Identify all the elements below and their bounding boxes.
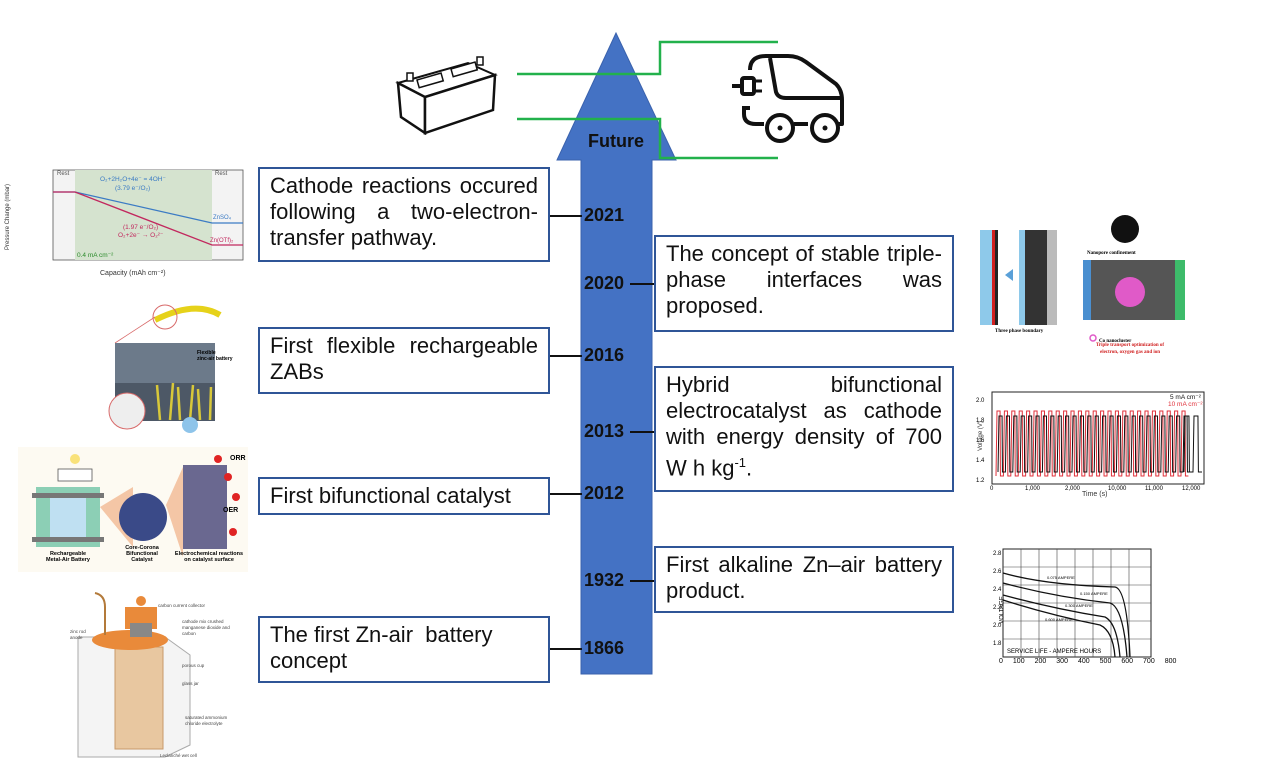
rest-right-label: Rest bbox=[215, 171, 228, 177]
connector-2012 bbox=[550, 493, 582, 495]
year-1866: 1866 bbox=[583, 638, 625, 658]
rest-left-label: Rest bbox=[57, 171, 70, 177]
flexible-label-2: zinc-air battery bbox=[197, 356, 233, 362]
event-box-1866: The first Zn-air battery concept bbox=[258, 616, 550, 683]
cyc-ytick: 2.0 bbox=[976, 398, 985, 404]
year-2012: 2012 bbox=[583, 483, 625, 503]
battery-link-top bbox=[517, 40, 778, 76]
event-box-1932: First alkaline Zn–air battery product. bbox=[654, 546, 954, 613]
cyc-xtick: 11,000 bbox=[1145, 486, 1163, 492]
year-2016: 2016 bbox=[583, 345, 625, 365]
flexible-label-1: Flexible bbox=[197, 350, 216, 356]
cyc-xtick: 1,000 bbox=[1025, 486, 1041, 492]
current-label: 0.4 mA cm⁻² bbox=[77, 252, 114, 259]
curve-label: 0.150 AMPERE bbox=[1080, 591, 1108, 596]
service-life-xlabel: SERVICE LIFE - AMPERE HOURS bbox=[1007, 649, 1102, 655]
cycling-curve bbox=[997, 415, 1191, 473]
curve-label: 0.600 AMPERE bbox=[1045, 617, 1073, 622]
year-1932: 1932 bbox=[583, 570, 625, 590]
event-text-1866: The first Zn-air battery concept bbox=[270, 622, 499, 673]
event-text-2013: Hybrid bifunctional electrocatalyst as c… bbox=[666, 372, 942, 481]
year-2021: 2021 bbox=[583, 205, 625, 225]
cyc-xtick: 10,000 bbox=[1108, 486, 1127, 492]
battery-link-bottom bbox=[517, 117, 778, 160]
cyc-xtick: 0 bbox=[990, 486, 994, 492]
connector-2013 bbox=[630, 431, 658, 433]
eq-bottom-2: O₂+2e⁻ → O₂²⁻ bbox=[118, 232, 164, 239]
nanopore-label: Nanopore confinement bbox=[1087, 251, 1136, 256]
event-text-2012: First bifunctional catalyst bbox=[270, 483, 511, 508]
oer-label: OER bbox=[223, 507, 239, 514]
co-nanocluster-label: Co nanocluster bbox=[1099, 339, 1132, 344]
event-text-2020: The concept of stable triple-phase inter… bbox=[666, 241, 942, 318]
eq-bottom-1: (1.97 e⁻/O₂) bbox=[123, 224, 159, 231]
event-box-2012: First bifunctional catalyst bbox=[258, 477, 550, 515]
eq-top-sub: (3.79 e⁻/O₂) bbox=[115, 185, 151, 192]
connector-2020 bbox=[630, 283, 658, 285]
event-box-2021: Cathode reactions occured following a tw… bbox=[258, 167, 550, 262]
electric-car-icon bbox=[732, 54, 844, 143]
series-znotf2: Zn(OTf)₂ bbox=[210, 238, 234, 244]
pressure-change-figure: Pressure Change (mbar) Rest Rest O₂+2H₂O… bbox=[5, 165, 245, 280]
connector-1932 bbox=[630, 580, 658, 582]
connector-2016 bbox=[550, 355, 582, 357]
flexible-zab-figure: Flexible zinc-air battery bbox=[85, 295, 233, 435]
year-2020: 2020 bbox=[583, 273, 625, 293]
leclanche-label-collector: carbon current collector bbox=[158, 603, 206, 608]
cyc-ytick: 1.8 bbox=[976, 418, 985, 424]
pressure-xlabel: Capacity (mAh cm⁻²) bbox=[100, 270, 166, 277]
event-text-2016: First flexible rechargeable ZABs bbox=[270, 333, 538, 384]
connector-2021 bbox=[550, 215, 582, 217]
event-text-2021: Cathode reactions occured following a tw… bbox=[270, 173, 538, 250]
connector-1866 bbox=[550, 648, 582, 650]
cyc-xtick: 2,000 bbox=[1065, 486, 1081, 492]
cyc-ytick: 1.2 bbox=[976, 478, 985, 484]
event-text-1932: First alkaline Zn–air battery product. bbox=[666, 552, 942, 603]
orr-label: ORR bbox=[230, 455, 246, 462]
series-znso4: ZnSO₄ bbox=[213, 215, 232, 221]
leclanche-label-anode: zinc rod anode bbox=[70, 629, 86, 640]
leclanche-caption: Leclanché wet cell bbox=[160, 753, 197, 758]
legend-5ma: 5 mA cm⁻² bbox=[1170, 394, 1201, 401]
leclanche-label-electrolyte: saturated ammonium chloride electrolyte bbox=[185, 715, 228, 726]
car-battery-icon bbox=[395, 56, 498, 135]
cycling-curve bbox=[995, 410, 1189, 477]
cycling-voltage-figure: Voltage (V) Time (s) 5 mA cm⁻² 10 mA cm⁻… bbox=[970, 378, 1210, 503]
cycling-ylabel: Voltage (V) bbox=[977, 421, 984, 451]
three-phase-label: Three phase boundary bbox=[995, 329, 1044, 334]
curve-label: 0.075 AMPERE bbox=[1047, 575, 1075, 580]
leclanche-cell-figure: carbon current collector cathode mix cru… bbox=[70, 585, 235, 765]
event-box-2020: The concept of stable triple-phase inter… bbox=[654, 235, 954, 332]
legend-10ma: 10 mA cm⁻² bbox=[1168, 401, 1203, 408]
event-box-2016: First flexible rechargeable ZABs bbox=[258, 327, 550, 394]
timeline-arrow-head bbox=[556, 31, 677, 675]
eq-top: O₂+2H₂O+4e⁻ = 4OH⁻ bbox=[100, 176, 166, 183]
cyc-ytick: 1.6 bbox=[976, 438, 985, 444]
cycling-curve bbox=[1183, 415, 1202, 473]
event-text-2013-end: . bbox=[746, 455, 753, 481]
leclanche-label-cathode: cathode mix crushed manganese dioxide an… bbox=[182, 619, 230, 636]
cyc-ytick: 1.4 bbox=[976, 458, 985, 464]
year-2013: 2013 bbox=[583, 421, 625, 441]
future-label: Future bbox=[588, 131, 644, 151]
event-text-2013-sup: -1 bbox=[734, 455, 747, 470]
leclanche-label-cup: porous cup bbox=[182, 663, 205, 668]
cycling-xlabel: Time (s) bbox=[1082, 491, 1108, 498]
service-life-figure: SERVICE LIFE - AMPERE HOURS VOLTAGE 0.07… bbox=[985, 545, 1176, 670]
triple-phase-figure: Nanopore confinement Co nanocluster Thre… bbox=[975, 205, 1200, 355]
leclanche-label-jar: glass jar bbox=[182, 681, 199, 686]
event-box-2013: Hybrid bifunctional electrocatalyst as c… bbox=[654, 366, 954, 492]
cyc-xtick: 12,000 bbox=[1182, 486, 1201, 492]
curve-label: 0.300 AMPERE bbox=[1065, 603, 1093, 608]
pressure-ylabel: Pressure Change (mbar) bbox=[5, 183, 11, 250]
cycling-plot-svg bbox=[991, 391, 1205, 485]
